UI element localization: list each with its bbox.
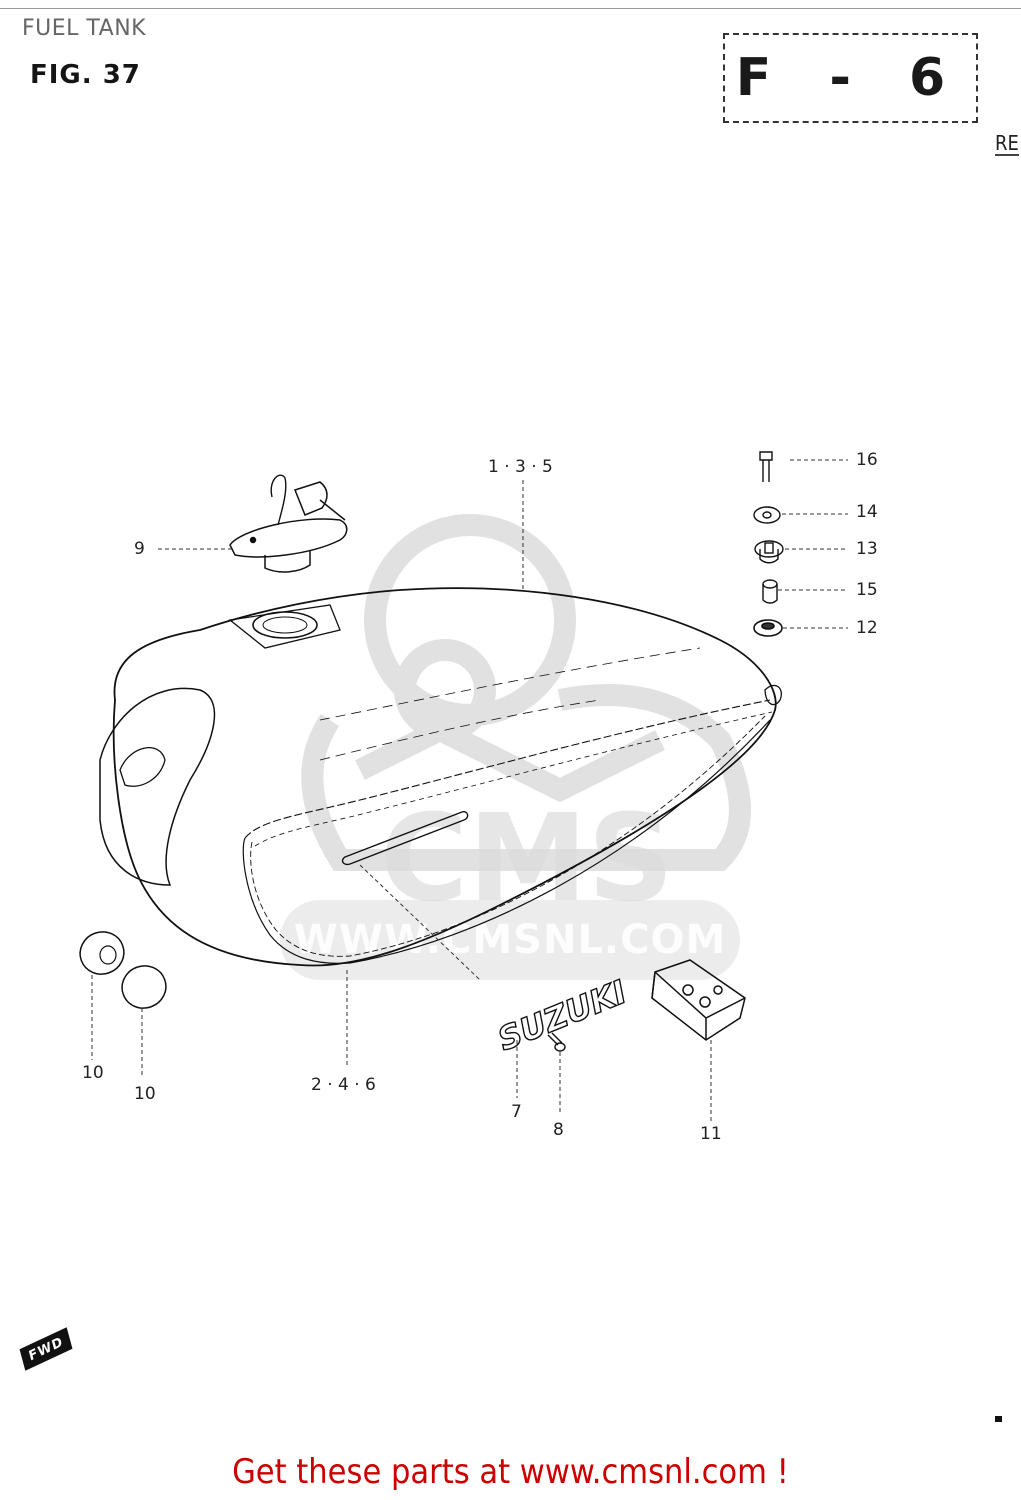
washer-14-icon [753,506,781,524]
callout-2-4-6: 2 · 4 · 6 [311,1075,376,1095]
watermark-text: WWW.CMSNL.COM [280,900,740,980]
callout-16: 16 [856,450,878,470]
knee-grip-icon [651,959,746,1041]
cushion-13-icon [754,540,784,564]
shop-link[interactable]: Get these parts at www.cmsnl.com ! [232,1452,789,1492]
top-divider [0,8,1021,9]
callout-8: 8 [553,1120,564,1140]
callout-12: 12 [856,618,878,638]
figure-label: FIG. 37 [30,60,141,90]
fuel-tank-icon [99,587,782,967]
callout-9: 9 [134,539,145,559]
screw-8-icon [547,1032,566,1052]
bolt-16-icon [759,451,773,482]
corner-mark: RE [995,131,1019,156]
callout-7: 7 [511,1102,522,1122]
registration-mark [995,1416,1002,1422]
svg-text:CMS: CMS [380,790,674,929]
callout-13: 13 [856,539,878,559]
section-code-box: F - 6 [723,33,978,123]
suzuki-emblem-icon: SUZUKI [492,972,633,1059]
callout-10-left: 10 [82,1063,104,1083]
svg-text:SUZUKI: SUZUKI [493,973,632,1059]
callout-15: 15 [856,580,878,600]
cms-letters-icon: CMS [380,790,674,929]
fuel-cap-icon [229,474,348,573]
callout-1-3-5: 1 · 3 · 5 [488,457,553,477]
callout-14: 14 [856,502,878,522]
leader-lines [91,459,848,1122]
callout-11: 11 [700,1124,722,1144]
cushion-10-icon [79,931,167,1009]
page-title: FUEL TANK [22,16,147,41]
spacer-15-icon [762,579,778,604]
callout-10-right: 10 [134,1084,156,1104]
cushion-12-icon [753,619,783,637]
